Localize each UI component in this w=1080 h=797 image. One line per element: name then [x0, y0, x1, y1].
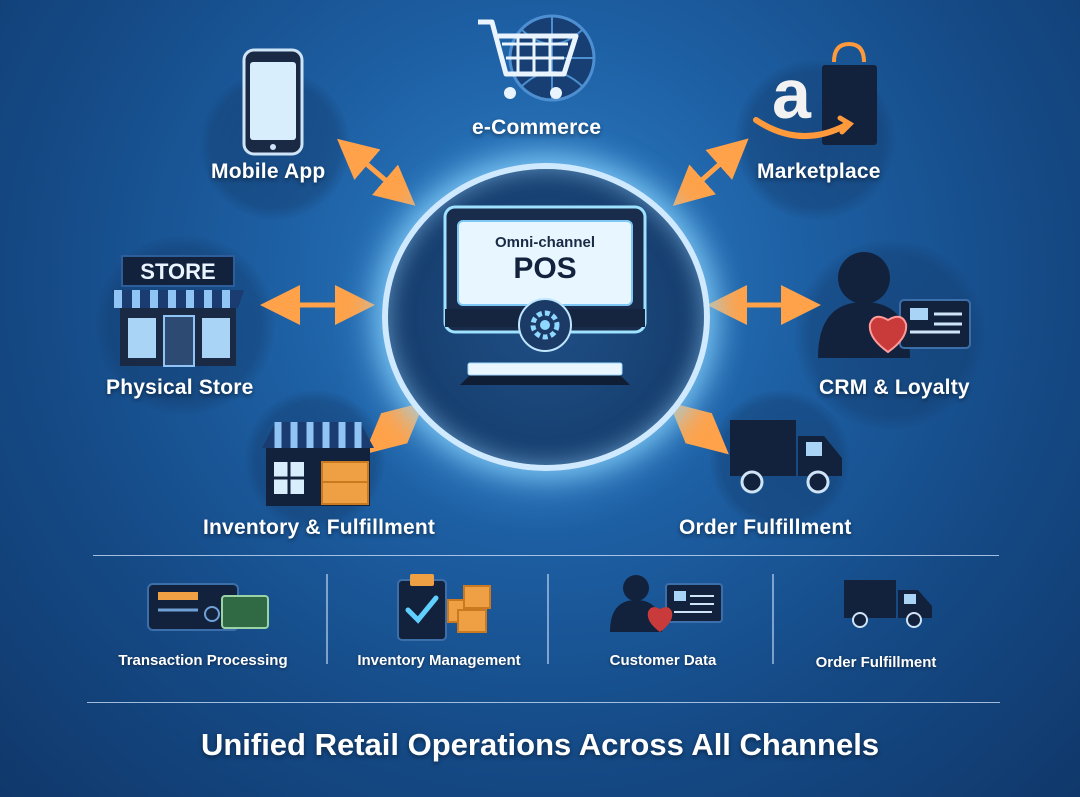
order-fulfillment-label: Order Fulfillment — [679, 516, 852, 539]
shopping-cart-globe-icon — [478, 14, 596, 102]
store-sign-text: STORE — [140, 259, 216, 284]
arrow-marketplace — [672, 138, 749, 206]
arrow-inventory — [364, 402, 425, 455]
physical-store-label: Physical Store — [106, 376, 254, 399]
feature-separator-2 — [547, 574, 549, 664]
feature-label-order: Order Fulfillment — [815, 654, 937, 671]
clipboard-check-icon — [397, 574, 491, 641]
mobile-app-label: Mobile App — [211, 160, 326, 183]
delivery-truck-icon — [730, 420, 842, 494]
storefront-icon — [112, 255, 244, 367]
feature-separator-3 — [772, 574, 774, 664]
crm-customer-icon — [818, 252, 971, 358]
smartphone-icon — [242, 48, 304, 156]
customer-card-icon — [610, 575, 723, 632]
pos-subtitle: Omni-channel — [494, 234, 595, 251]
marketplace-label: Marketplace — [757, 160, 881, 183]
marketplace-logo-letter: a — [772, 55, 812, 133]
footer-title: Unified Retail Operations Across All Cha… — [200, 727, 880, 762]
feature-separator-1 — [326, 574, 328, 664]
ecommerce-label: e-Commerce — [472, 116, 602, 139]
inventory-fulfillment-label: Inventory & Fulfillment — [203, 516, 436, 539]
marketplace-bag-icon: a — [753, 41, 877, 145]
pos-terminal-icon — [443, 205, 647, 385]
pos-title: POS — [513, 252, 577, 285]
top-divider — [93, 555, 999, 556]
truck-icon — [844, 580, 932, 628]
credit-card-icon — [147, 583, 269, 631]
arrow-order — [668, 402, 729, 455]
feature-label-inventory: Inventory Management — [357, 652, 521, 669]
feature-label-customer: Customer Data — [609, 652, 717, 669]
feature-label-transaction: Transaction Processing — [118, 652, 288, 669]
bottom-divider — [87, 702, 1000, 703]
warehouse-icon — [262, 422, 374, 506]
crm-loyalty-label: CRM & Loyalty — [819, 376, 970, 399]
arrow-mobile — [336, 138, 416, 206]
